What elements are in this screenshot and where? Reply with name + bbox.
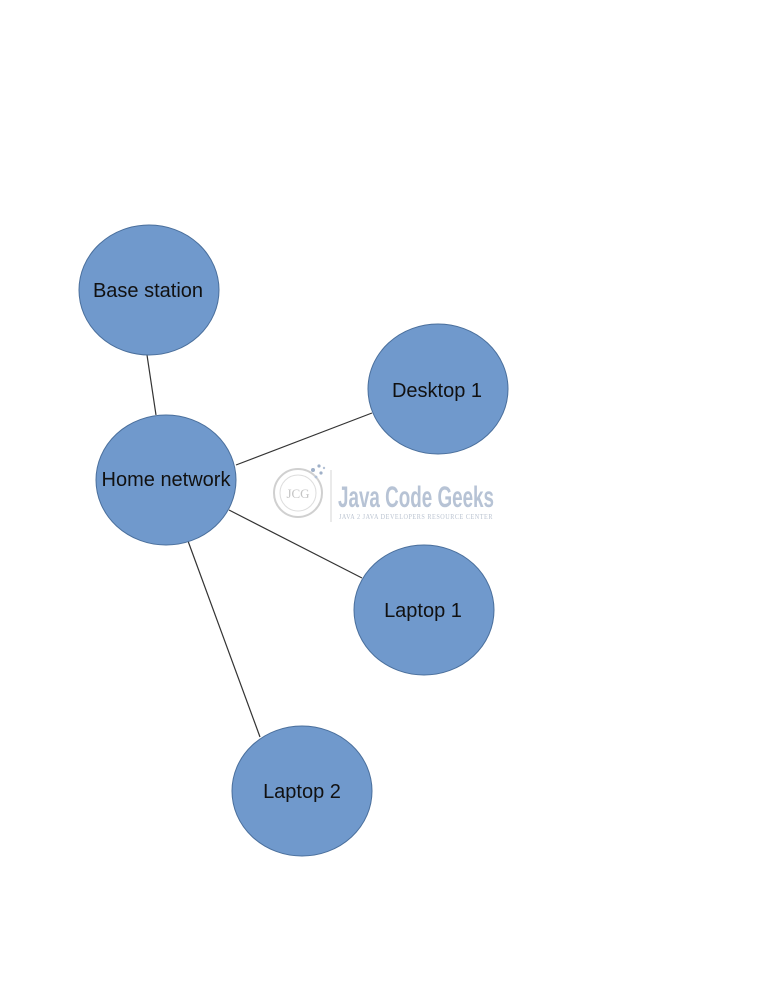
node-circle [78, 224, 220, 356]
node-circle [231, 725, 373, 857]
node-laptop-1: Laptop 1 [353, 544, 495, 676]
node-base-station: Base station [78, 224, 220, 356]
node-label: Home network [102, 469, 232, 491]
node-circle [353, 544, 495, 676]
edge-home-network-desktop-1 [235, 412, 373, 466]
jcg-logo-icon: JCG [273, 464, 326, 518]
watermark: JCG Java Code Geeks JAVA 2 JAVA DEVELOPE… [273, 464, 494, 522]
node-label: Base station [93, 280, 203, 302]
node-laptop-2: Laptop 2 [231, 725, 373, 857]
watermark-logo-text: JCG [286, 486, 309, 501]
edges [146, 354, 373, 738]
node-desktop-1: Desktop 1 [367, 323, 509, 455]
watermark-subtitle: JAVA 2 JAVA DEVELOPERS RESOURCE CENTER [339, 513, 493, 521]
watermark-title: Java Code Geeks [338, 481, 494, 514]
node-label: Laptop 1 [384, 600, 462, 622]
node-circle [95, 414, 237, 546]
edge-home-network-base-station [146, 354, 157, 416]
node-label: Desktop 1 [392, 380, 482, 402]
node-circle [367, 323, 509, 455]
edge-home-network-laptop-1 [228, 509, 363, 579]
edge-home-network-laptop-2 [187, 540, 261, 738]
node-label: Laptop 2 [263, 781, 341, 803]
node-home-network: Home network [95, 414, 237, 546]
